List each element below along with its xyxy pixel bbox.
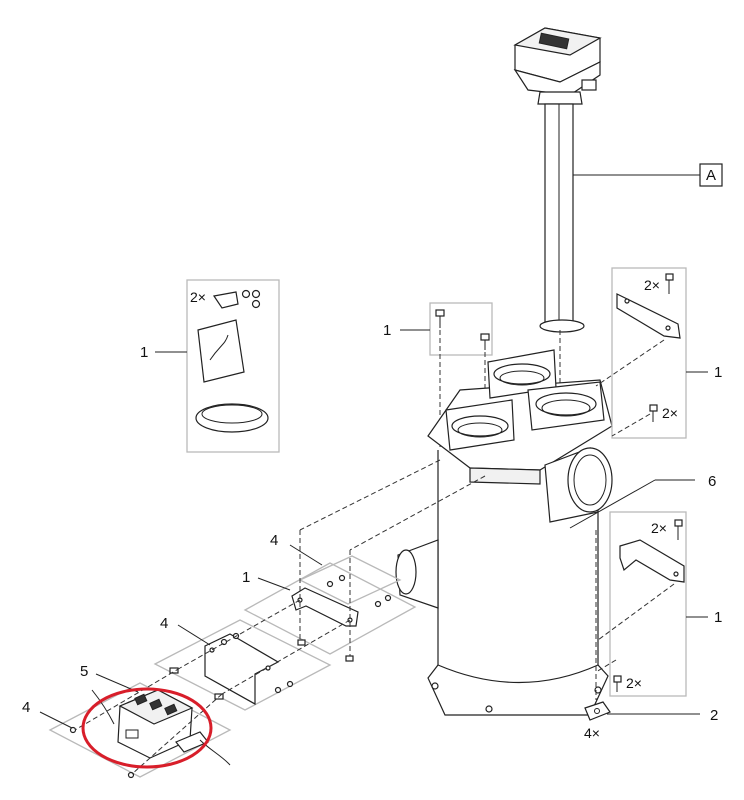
callout-6: 6 bbox=[708, 473, 716, 490]
callout-4-top: 4 bbox=[270, 532, 278, 549]
feet-qty: 4× bbox=[584, 725, 600, 741]
right-top-qty: 2× bbox=[644, 277, 660, 293]
foot-part: 2 4× bbox=[584, 701, 718, 741]
callout-1-kit: 1 bbox=[140, 344, 148, 361]
callout-4-left: 4 bbox=[22, 699, 30, 716]
right-top-bracket-box: 2× 2× 1 bbox=[611, 267, 722, 439]
control-head bbox=[513, 27, 602, 105]
callout-1-right-top: 1 bbox=[714, 364, 722, 381]
right-bottom-lower-qty: 2× bbox=[626, 675, 642, 691]
mounting-bracket-assembly: 4 1 bbox=[242, 532, 417, 662]
right-bottom-bracket-box: 2× 2× 1 bbox=[609, 511, 722, 697]
item-5-ignition-module: 5 4 bbox=[22, 663, 232, 779]
callout-4-mid: 4 bbox=[160, 615, 168, 632]
bolts-box: 1 bbox=[383, 302, 493, 356]
callout-1-right-bottom: 1 bbox=[714, 609, 722, 626]
vertical-tube bbox=[539, 103, 585, 333]
main-housing: 6 bbox=[395, 349, 716, 716]
callout-5: 5 bbox=[80, 663, 88, 680]
callout-1-bolts: 1 bbox=[383, 322, 391, 339]
cover-plate-assembly: 4 bbox=[153, 615, 332, 711]
accessory-kit-box: 2× 1 bbox=[140, 279, 280, 453]
kit-screws-qty: 2× bbox=[190, 289, 206, 305]
callout-2: 2 bbox=[710, 707, 718, 724]
right-top-lower-qty: 2× bbox=[662, 405, 678, 421]
callout-ref-a: A bbox=[573, 163, 723, 187]
sealant-bag bbox=[197, 319, 245, 383]
ref-a-label: A bbox=[706, 167, 716, 184]
hose-clamp bbox=[195, 403, 269, 433]
highlight-ellipse bbox=[81, 687, 213, 769]
right-bottom-qty: 2× bbox=[651, 520, 667, 536]
callout-1-bracket: 1 bbox=[242, 569, 250, 586]
